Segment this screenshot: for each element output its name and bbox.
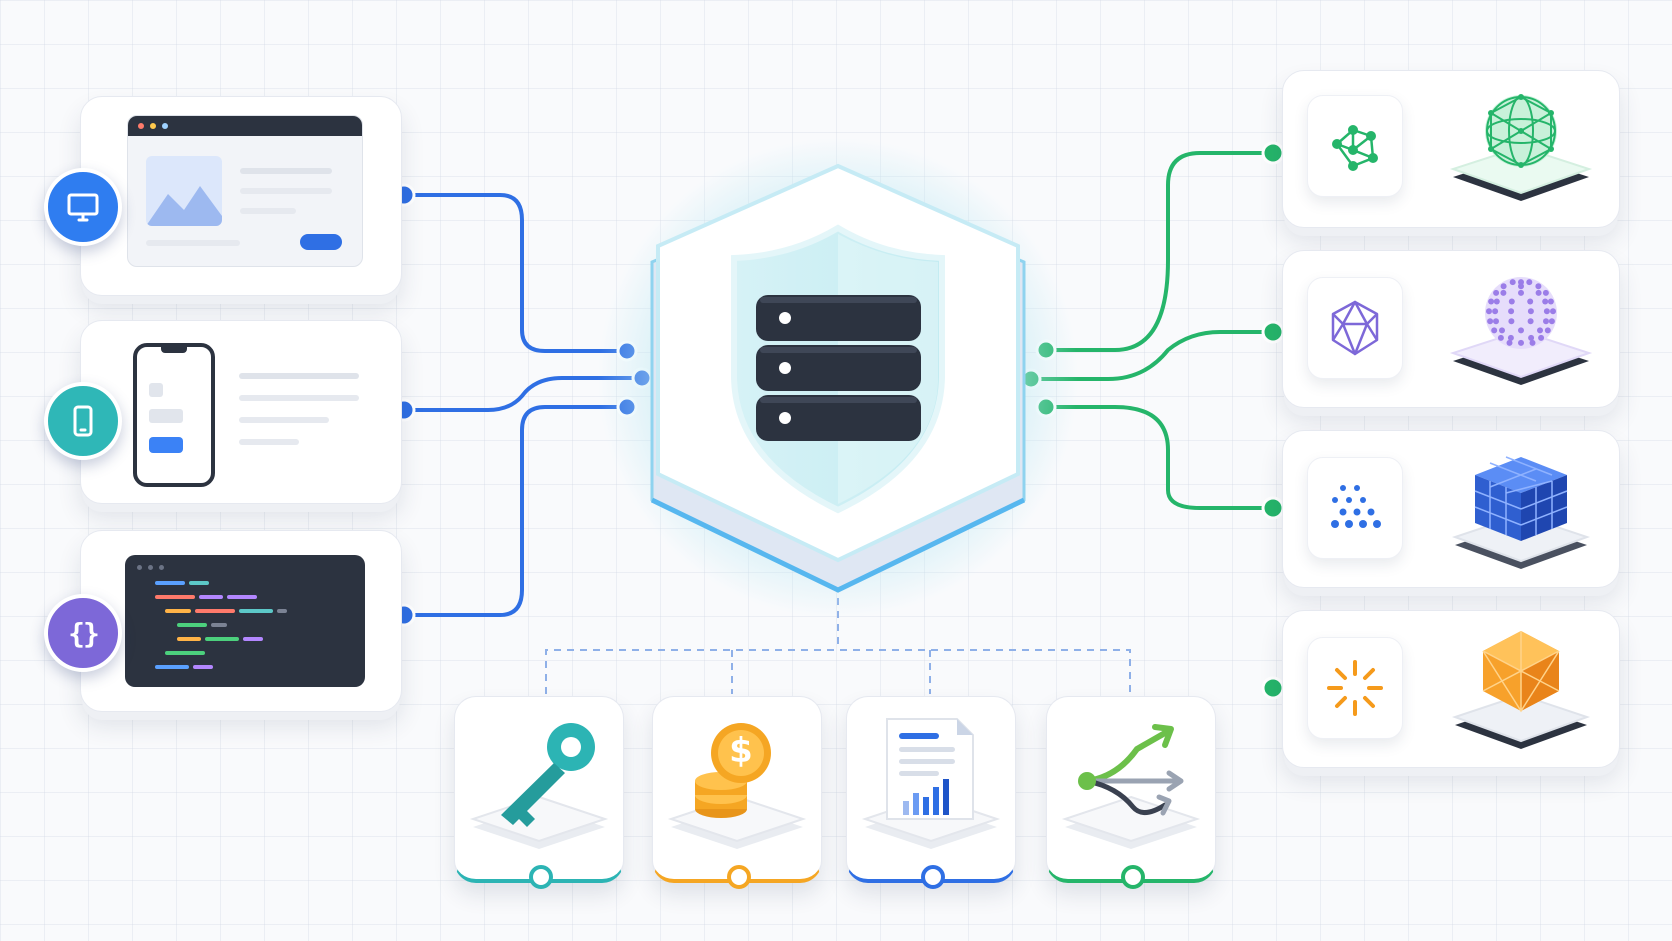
api-badge: {} — [44, 594, 122, 672]
connector-web — [402, 193, 629, 353]
mobile-badge — [44, 382, 122, 460]
service-port-dot — [1121, 865, 1145, 889]
orange-spark-icon — [1307, 637, 1403, 739]
connector-node-1 — [1044, 151, 1275, 352]
right-node-card-4[interactable] — [1282, 610, 1620, 768]
blue-cube-stack — [1451, 456, 1591, 569]
service-port-dot — [529, 865, 553, 889]
connector-services — [545, 598, 1131, 694]
dollar-coins-icon: $ — [729, 731, 753, 771]
mobile-client-card[interactable] — [80, 320, 402, 504]
purple-dot-sphere — [1449, 277, 1593, 385]
code-editor-mockup — [125, 555, 365, 687]
service-card-reports[interactable] — [846, 696, 1016, 889]
smartphone-icon — [73, 405, 93, 437]
web-client-card[interactable] — [80, 96, 402, 296]
key-icon — [501, 723, 595, 827]
service-card-auth[interactable] — [454, 696, 624, 889]
api-client-card[interactable] — [80, 530, 402, 712]
curly-braces-icon: {} — [68, 616, 100, 650]
web-badge — [44, 168, 122, 246]
image-placeholder-icon — [146, 156, 222, 226]
network-graph-icon — [1307, 95, 1403, 197]
right-node-card-1[interactable] — [1282, 70, 1620, 228]
service-card-routing[interactable] — [1046, 696, 1216, 889]
orange-crystal — [1451, 631, 1591, 749]
monitor-icon — [67, 193, 99, 222]
connector-node-2 — [1029, 330, 1275, 381]
phone-action-button[interactable] — [149, 437, 183, 453]
service-port-dot — [727, 865, 751, 889]
purple-polyhedron-icon — [1307, 277, 1403, 379]
connector-api — [402, 405, 629, 617]
database-server-icon — [756, 295, 921, 441]
green-geodesic-sphere — [1449, 94, 1593, 201]
right-node-card-2[interactable] — [1282, 250, 1620, 408]
connector-mobile — [402, 376, 644, 412]
branching-arrows-icon — [1078, 724, 1184, 816]
blue-dot-grid-icon — [1307, 457, 1403, 559]
coin-stack-icon — [695, 723, 771, 818]
service-card-billing[interactable]: $ — [652, 696, 822, 889]
browser-window-mockup — [127, 115, 363, 267]
browser-action-button[interactable] — [300, 234, 342, 250]
service-port-dot — [921, 865, 945, 889]
connector-node-3 — [1044, 405, 1275, 510]
right-node-card-3[interactable] — [1282, 430, 1620, 588]
phone-mockup — [133, 343, 215, 487]
report-chart-icon — [886, 718, 974, 820]
